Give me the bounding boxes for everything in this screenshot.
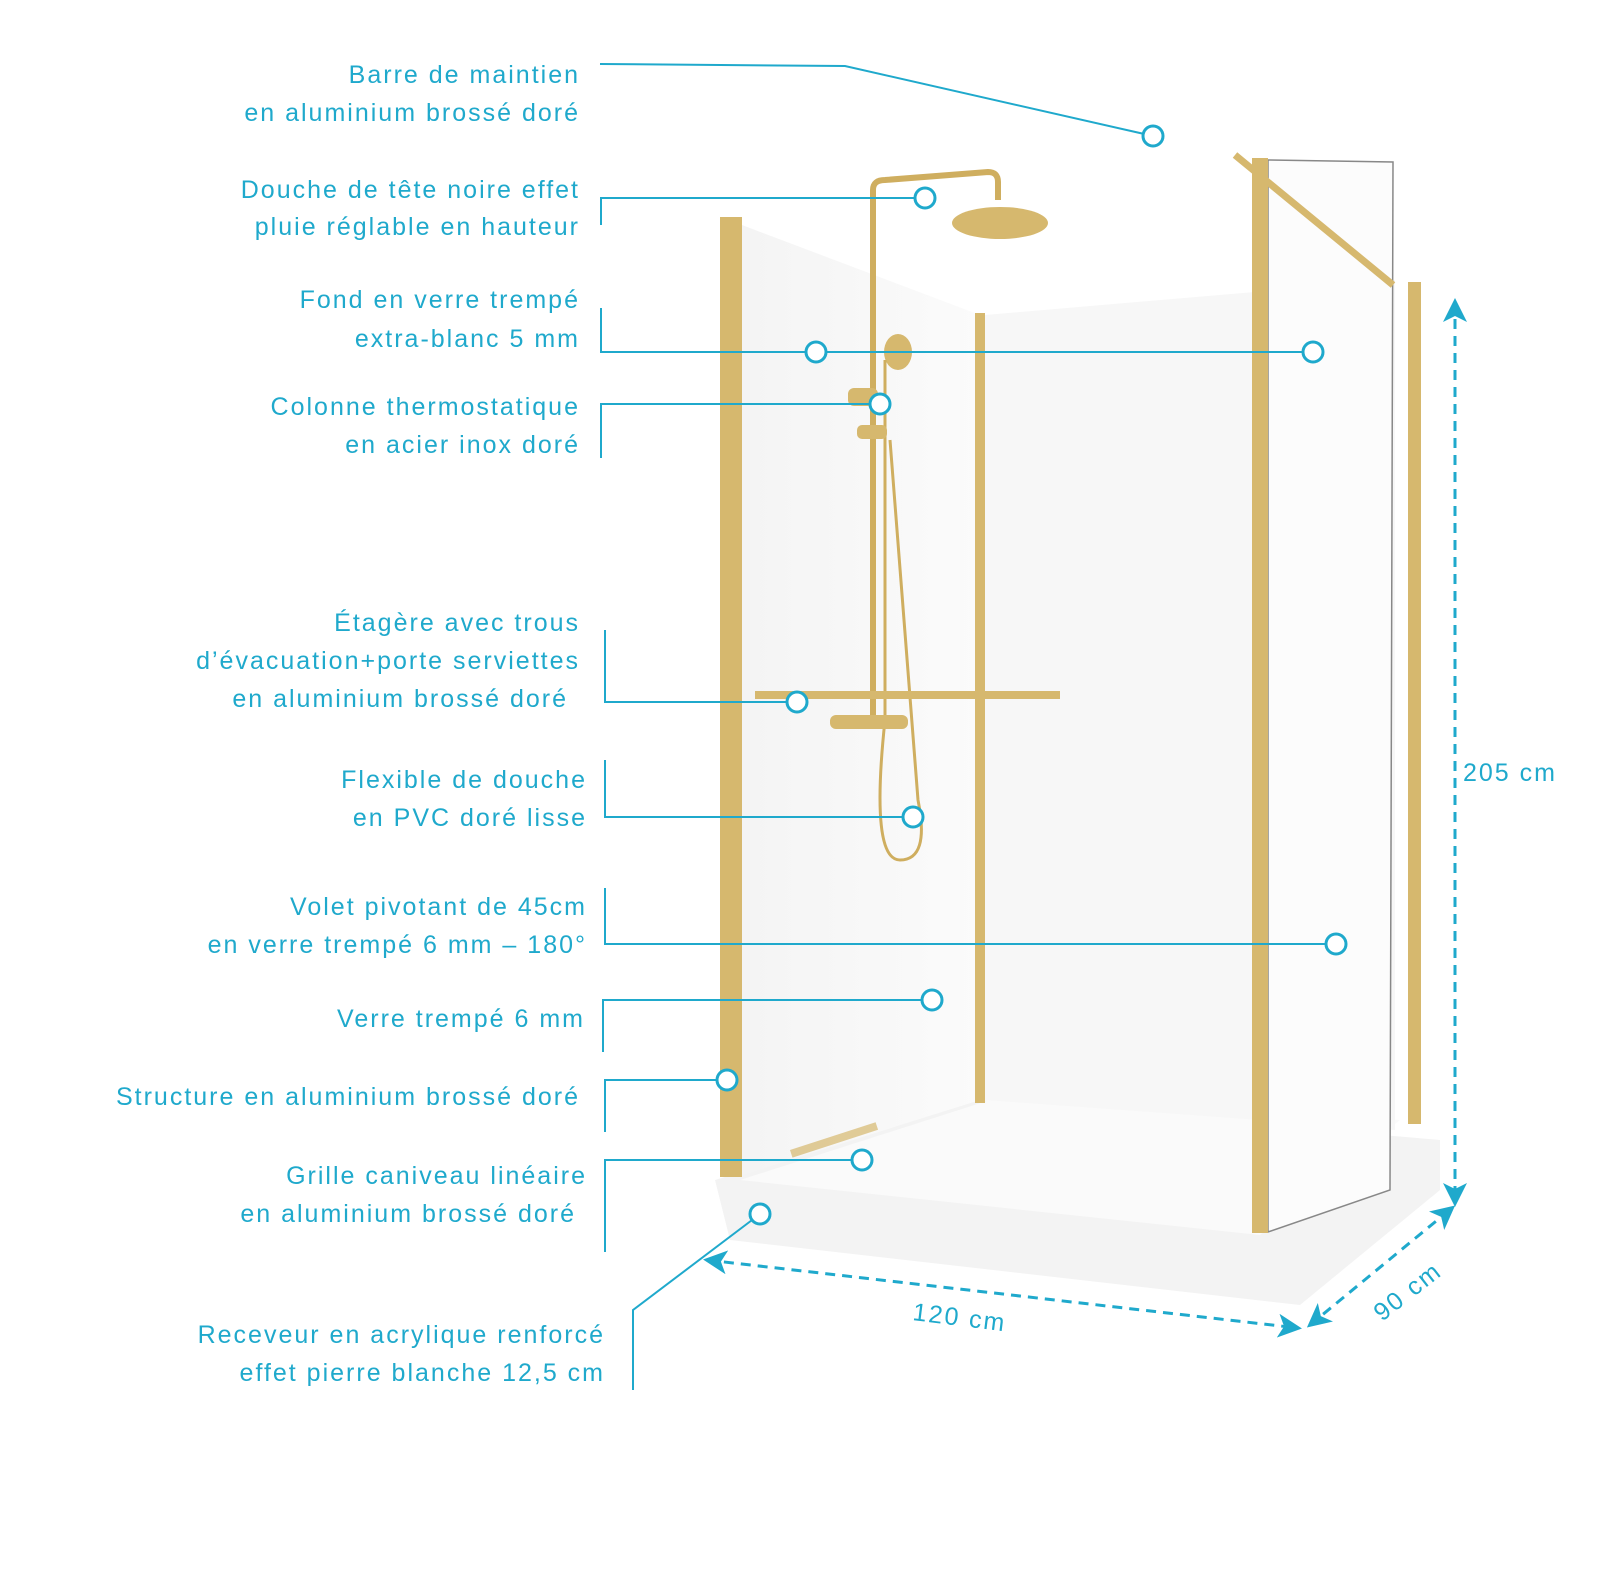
- frame-post-left: [720, 217, 742, 1177]
- callout-dot-pivot-panel: [1324, 932, 1348, 956]
- shelf: [755, 691, 1060, 699]
- callout-dot-glass: [920, 988, 944, 1012]
- callout-dot-shower-head: [913, 186, 937, 210]
- frame-post-middle: [975, 313, 985, 1103]
- label-structure: Structure en aluminium brossé doré: [116, 1083, 580, 1111]
- shower-illustration: [715, 152, 1440, 1305]
- drain-grille: [790, 1122, 879, 1158]
- tray-top: [740, 1100, 1400, 1235]
- callout-dot-tray: [748, 1202, 772, 1226]
- callout-dot-grille: [850, 1148, 874, 1172]
- frame-post-right: [1408, 282, 1421, 1124]
- shower-column: [870, 168, 1001, 720]
- callout-dots: [715, 124, 1348, 1226]
- shower-hose: [878, 360, 923, 862]
- support-bar: [1232, 152, 1396, 288]
- depth-arrow: [1306, 1205, 1456, 1328]
- callout-dot-hose: [901, 805, 925, 829]
- callout-dot-back-glass-left: [804, 340, 828, 364]
- back-glass-left: [742, 225, 980, 1175]
- callout-dot-column: [868, 392, 892, 416]
- width-dimension: 120 cm: [911, 1298, 1008, 1337]
- label-glass: Verre trempé 6 mm: [337, 1005, 585, 1033]
- width-arrow: [703, 1250, 1302, 1338]
- callout-dot-support-bar: [1141, 124, 1165, 148]
- shower-head: [952, 207, 1048, 239]
- thermostat: [830, 715, 908, 729]
- callout-dot-back-glass-right: [1301, 340, 1325, 364]
- leader-lines: [599, 63, 1336, 1390]
- callout-dot-shelf: [785, 690, 809, 714]
- height-dimension: 205 cm: [1463, 759, 1557, 787]
- frame-post-front: [1252, 158, 1268, 1233]
- callout-dot-structure: [715, 1068, 739, 1092]
- slider: [857, 425, 887, 439]
- pivot-glass-panel: [1267, 159, 1394, 1234]
